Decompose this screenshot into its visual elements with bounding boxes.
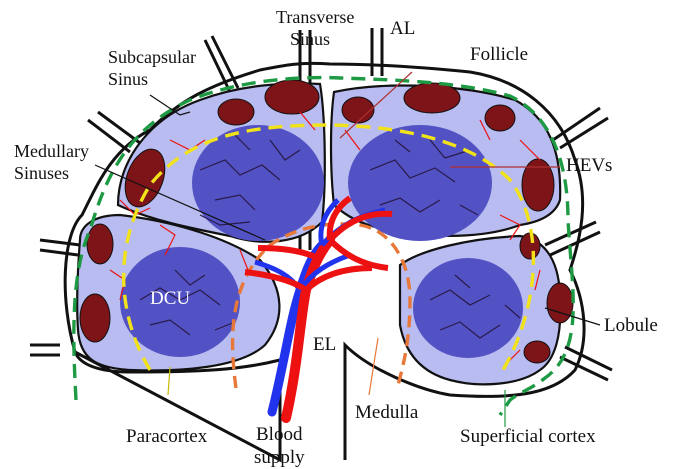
follicle-3	[265, 80, 319, 114]
label-hevs: HEVs	[566, 155, 612, 176]
follicle-9	[80, 294, 110, 342]
label-blood-1: Blood	[256, 424, 303, 445]
follicle-10	[520, 233, 540, 259]
label-medulla: Medulla	[355, 402, 419, 423]
follicle-11	[547, 283, 573, 323]
follicle-5	[404, 83, 460, 113]
label-medullary-2: Sinuses	[14, 163, 69, 183]
label-medullary-1: Medullary	[14, 141, 89, 161]
label-follicle: Follicle	[470, 44, 528, 65]
dcu-core-right	[413, 258, 523, 358]
label-subcapsular-2: Sinus	[108, 69, 148, 89]
label-superficial-cortex: Superficial cortex	[460, 426, 596, 447]
label-dcu: DCU	[150, 288, 190, 309]
follicle-2	[218, 99, 254, 125]
dcu-core-upper-right	[348, 125, 492, 241]
follicle-12	[524, 341, 550, 363]
follicle-8	[87, 224, 113, 264]
label-subcapsular-1: Subcapsular	[108, 47, 196, 67]
label-lobule: Lobule	[604, 315, 658, 336]
label-el: EL	[313, 334, 336, 355]
follicle-6	[485, 105, 515, 131]
label-transverse-sinus-2: Sinus	[290, 29, 330, 49]
label-transverse-sinus-1: Transverse	[276, 7, 354, 27]
follicle-4	[342, 97, 374, 123]
label-paracortex: Paracortex	[126, 426, 208, 447]
label-al: AL	[390, 18, 415, 39]
label-blood-2: supply	[254, 447, 305, 468]
